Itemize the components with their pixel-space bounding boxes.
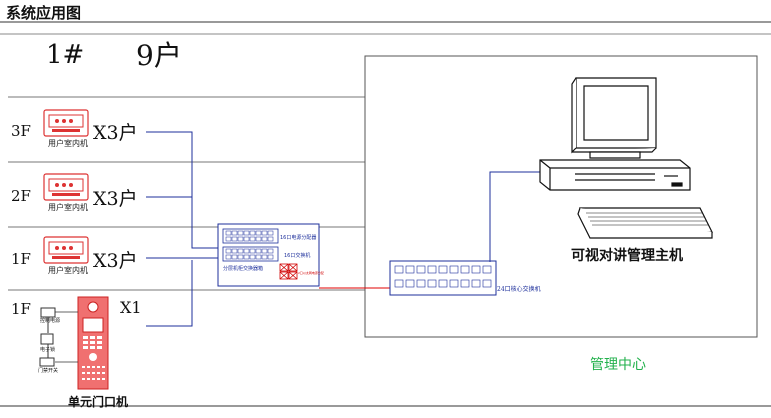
accessory-power-label: 控制电源 <box>40 318 61 324</box>
floor-label-3f: 3F <box>11 122 31 140</box>
multiplier-3f: X3户 <box>93 122 138 144</box>
power-distributor-label: 16口电源分配器 <box>280 235 317 241</box>
host-link <box>489 171 540 262</box>
building-number: 1# <box>46 40 85 70</box>
core-switch-label: 24口核心交换机 <box>497 286 541 293</box>
floor-links <box>146 131 218 327</box>
core-switch-icon <box>389 260 497 296</box>
floor-label-entrance: 1F <box>11 300 31 318</box>
ethernet-power-label: 2口以太网电源分配 <box>298 271 324 275</box>
multiplier-1f: X3户 <box>93 250 138 272</box>
door-station-label: 单元门口机 <box>68 395 129 409</box>
cabinet-label: 分层机柜交换器箱 <box>223 266 264 272</box>
floor-label-2f: 2F <box>11 187 31 205</box>
indoor-unit-1f-icon <box>43 236 89 264</box>
household-count: 9户 <box>136 39 182 72</box>
door-accessories-icon <box>39 307 78 367</box>
indoor-unit-label-3f: 用户室内机 <box>48 139 88 148</box>
door-station-icon <box>77 296 109 390</box>
indoor-unit-2f-icon <box>43 173 89 201</box>
management-center-label: 管理中心 <box>590 357 646 373</box>
floor-label-1f: 1F <box>11 250 31 268</box>
accessory-exit-button-label: 门禁开关 <box>38 368 59 374</box>
ethernet-power-splitter-icon <box>279 263 298 280</box>
indoor-unit-label-2f: 用户室内机 <box>48 203 88 212</box>
multiplier-2f: X3户 <box>93 188 138 210</box>
multiplier-entrance: X1 <box>120 298 142 317</box>
floor-switch-label: 16口交换机 <box>284 253 311 259</box>
distribution-box-icon <box>217 223 320 287</box>
accessory-lock-label: 电子锁 <box>40 347 56 353</box>
management-host-label: 可视对讲管理主机 <box>571 248 683 264</box>
computer-icon <box>539 77 713 239</box>
indoor-unit-label-1f: 用户室内机 <box>48 266 88 275</box>
indoor-unit-3f-icon <box>43 109 89 137</box>
page-title: 系统应用图 <box>6 4 82 22</box>
management-center-frame <box>364 55 758 338</box>
